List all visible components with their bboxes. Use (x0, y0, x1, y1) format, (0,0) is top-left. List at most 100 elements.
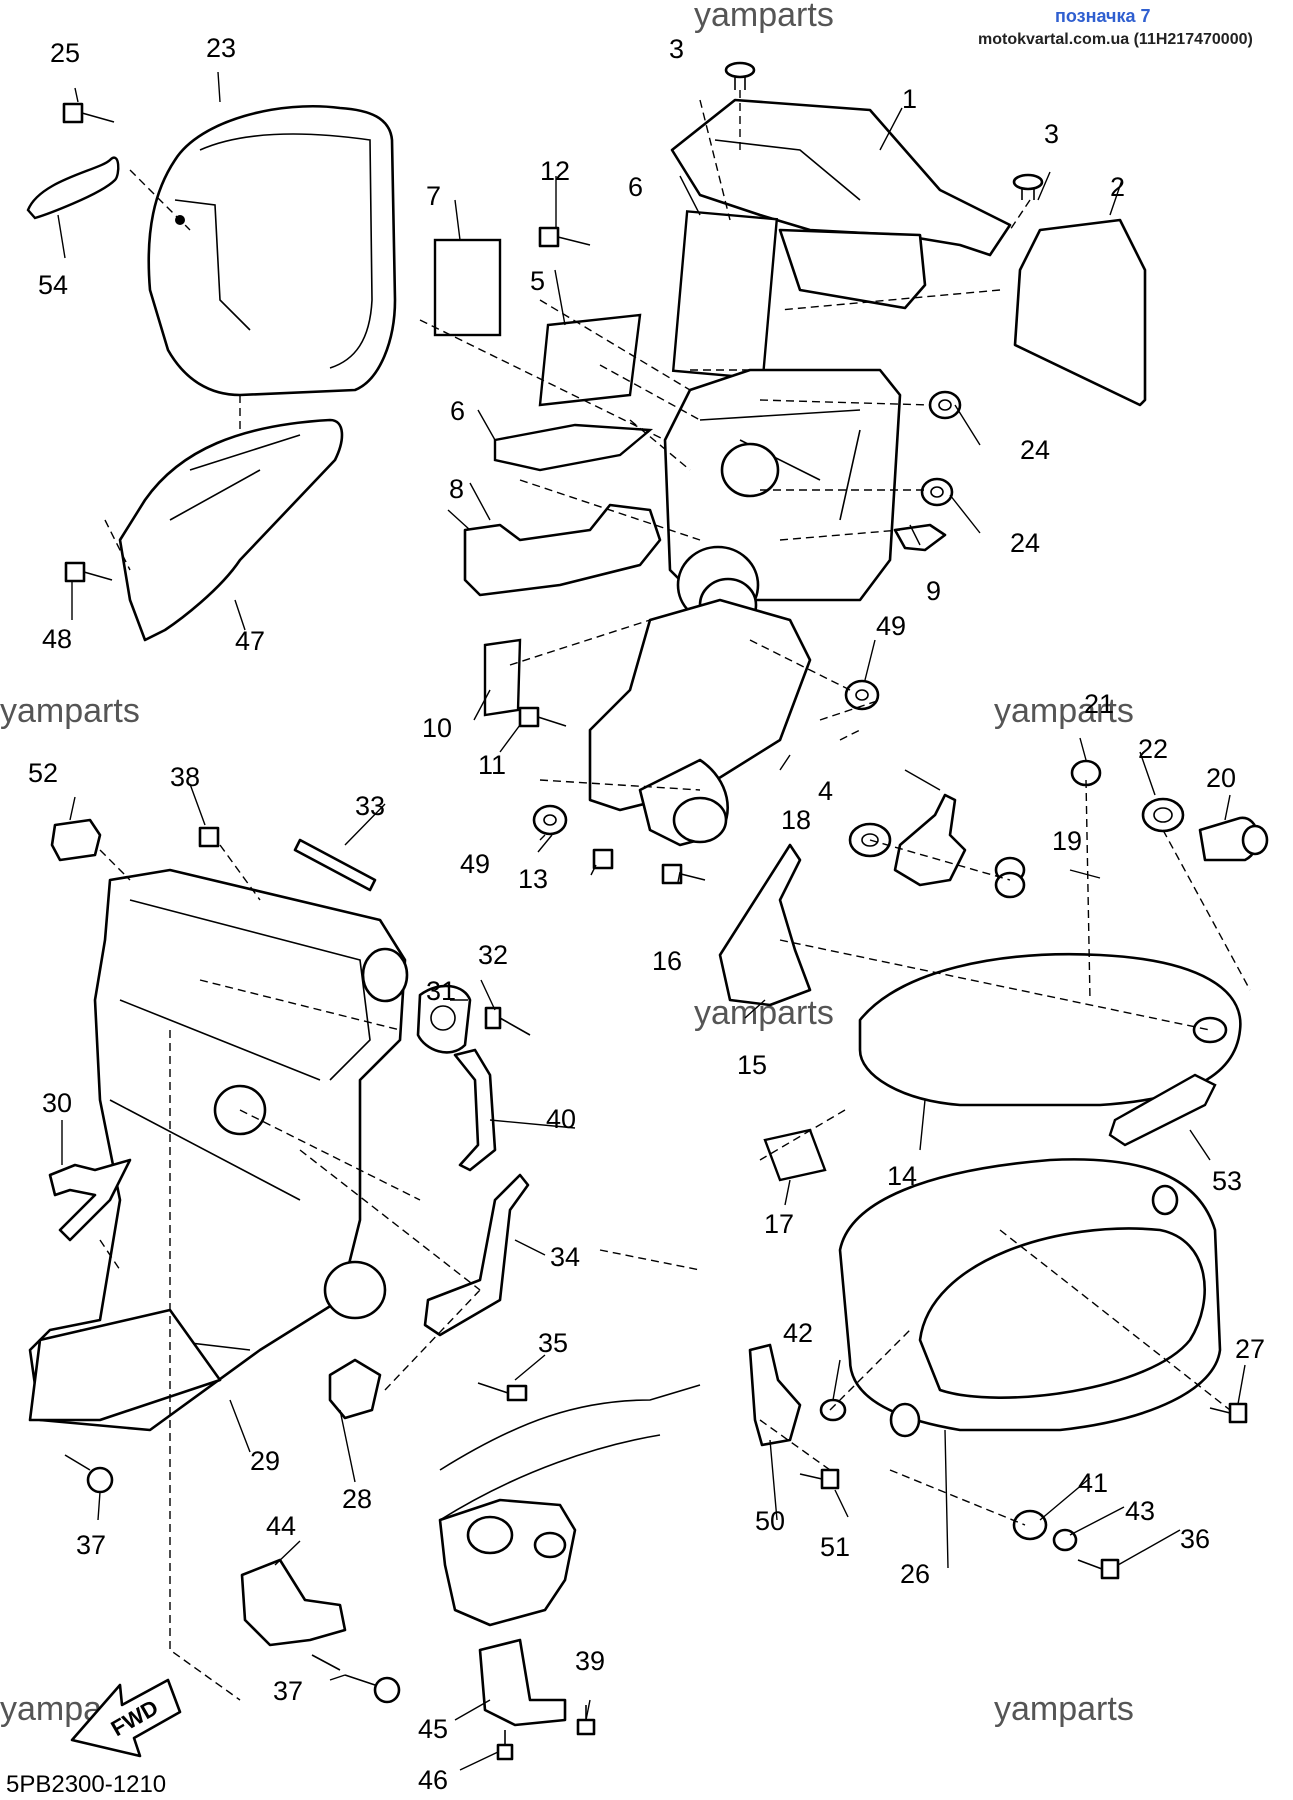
part-15-bracket (718, 843, 812, 1007)
part-23-left-cover (147, 104, 397, 397)
part-24-grommet (920, 477, 954, 507)
callout-29: 29 (250, 1446, 280, 1476)
callout-4: 4 (818, 776, 833, 806)
callout-37b: 37 (273, 1676, 303, 1706)
callout-43: 43 (1125, 1496, 1155, 1526)
part-37-bolt (64, 1454, 114, 1494)
callout-13: 13 (518, 864, 548, 894)
part-44-bracket (240, 1558, 347, 1647)
part-46-bolt (496, 1730, 514, 1761)
part-17-pad (763, 1128, 827, 1182)
part-7-pad (433, 238, 502, 337)
callout-labels: 1 2 3 3 4 5 6 6 7 8 9 10 11 12 13 14 15 … (28, 33, 1265, 1795)
part-4-bracket (588, 598, 812, 847)
callout-21: 21 (1084, 689, 1114, 719)
callout-22: 22 (1138, 734, 1168, 764)
part-28-clip (328, 1358, 382, 1420)
part-30-harness (48, 1158, 132, 1242)
callout-3: 3 (669, 34, 684, 64)
part-6-pad-upper (671, 210, 779, 380)
callout-53: 53 (1212, 1166, 1242, 1196)
watermark: yamparts (694, 0, 834, 34)
callout-49: 49 (876, 611, 906, 641)
part-25-bolt (62, 102, 115, 124)
callout-47: 47 (235, 626, 265, 656)
callout-39: 39 (575, 1646, 605, 1676)
callout-40: 40 (546, 1104, 576, 1134)
part-50-bracket (748, 1343, 802, 1447)
callout-50: 50 (755, 1506, 785, 1536)
part-34-bracket (423, 1173, 530, 1337)
callout-23: 23 (206, 33, 236, 63)
part-42-collar (819, 1398, 847, 1422)
callout-26: 26 (900, 1559, 930, 1589)
part-45-bracket (478, 1638, 567, 1727)
leader-lines (57, 71, 1251, 1771)
callout-9: 9 (926, 576, 941, 606)
part-32-screw (484, 1006, 531, 1036)
part-16-bolt (661, 863, 706, 885)
part-36-bolt (1077, 1558, 1120, 1580)
callout-8: 8 (449, 474, 464, 504)
valve-assembly (438, 1498, 577, 1627)
callout-37: 37 (76, 1530, 106, 1560)
callout-42: 42 (783, 1318, 813, 1348)
callout-17: 17 (764, 1209, 794, 1239)
callout-3b: 3 (1044, 119, 1059, 149)
part-47-lower-cover (118, 418, 344, 642)
part-14-right-cover (858, 952, 1242, 1107)
callout-1: 1 (902, 84, 917, 114)
callout-5: 5 (530, 266, 545, 296)
callout-25: 25 (50, 38, 80, 68)
part-48-bolt (64, 561, 113, 583)
part-10-pad (483, 638, 522, 717)
callout-14: 14 (887, 1161, 917, 1191)
part-26-large-cover (838, 1158, 1222, 1438)
watermark: yamparts (0, 692, 140, 730)
part-3-pin (1012, 173, 1044, 200)
part-9-clip (893, 523, 947, 552)
part-40-clamp (453, 1048, 497, 1172)
callout-54: 54 (38, 270, 68, 300)
header-site: motokvartal.com.ua (11H217470000) (978, 31, 1253, 48)
watermark: yamparts (994, 692, 1134, 730)
part-20-lock (1198, 816, 1269, 862)
part-1-top-bracket (670, 98, 1012, 310)
part-41-grommet (1012, 1509, 1048, 1541)
callout-15: 15 (737, 1050, 767, 1080)
callout-27: 27 (1235, 1334, 1265, 1364)
hose-outline (439, 1384, 701, 1521)
callout-20: 20 (1206, 763, 1236, 793)
callout-52: 52 (28, 758, 58, 788)
callout-10: 10 (422, 713, 452, 743)
part-31-gasket (416, 984, 472, 1054)
callout-19: 19 (1052, 826, 1082, 856)
part-37-bolt (344, 1674, 401, 1704)
part-29-frame (28, 868, 409, 1432)
callout-36: 36 (1180, 1524, 1210, 1554)
callout-51: 51 (820, 1532, 850, 1562)
part-6-pad-lower (493, 423, 654, 472)
callout-12: 12 (540, 156, 570, 186)
part-13-clip (592, 848, 614, 870)
callout-6: 6 (628, 172, 643, 202)
part-38-clip (198, 826, 220, 848)
callout-30: 30 (42, 1088, 72, 1118)
part-35-screw (477, 1382, 528, 1402)
callout-28: 28 (342, 1484, 372, 1514)
part-22-cap (1141, 797, 1185, 833)
part-52-relay (50, 818, 102, 862)
callout-48: 48 (42, 624, 72, 654)
part-49-grommet (844, 679, 880, 711)
callout-2: 2 (1110, 172, 1125, 202)
header-label: позначка 7 (1055, 6, 1151, 26)
callout-24: 24 (1020, 435, 1050, 465)
callout-16: 16 (652, 946, 682, 976)
callout-45: 45 (418, 1714, 448, 1744)
part-2-plate (1013, 218, 1147, 407)
part-8-plate (463, 503, 662, 597)
part-3-pin (724, 61, 756, 90)
part-33-rod (293, 838, 377, 892)
callout-11: 11 (478, 750, 506, 780)
